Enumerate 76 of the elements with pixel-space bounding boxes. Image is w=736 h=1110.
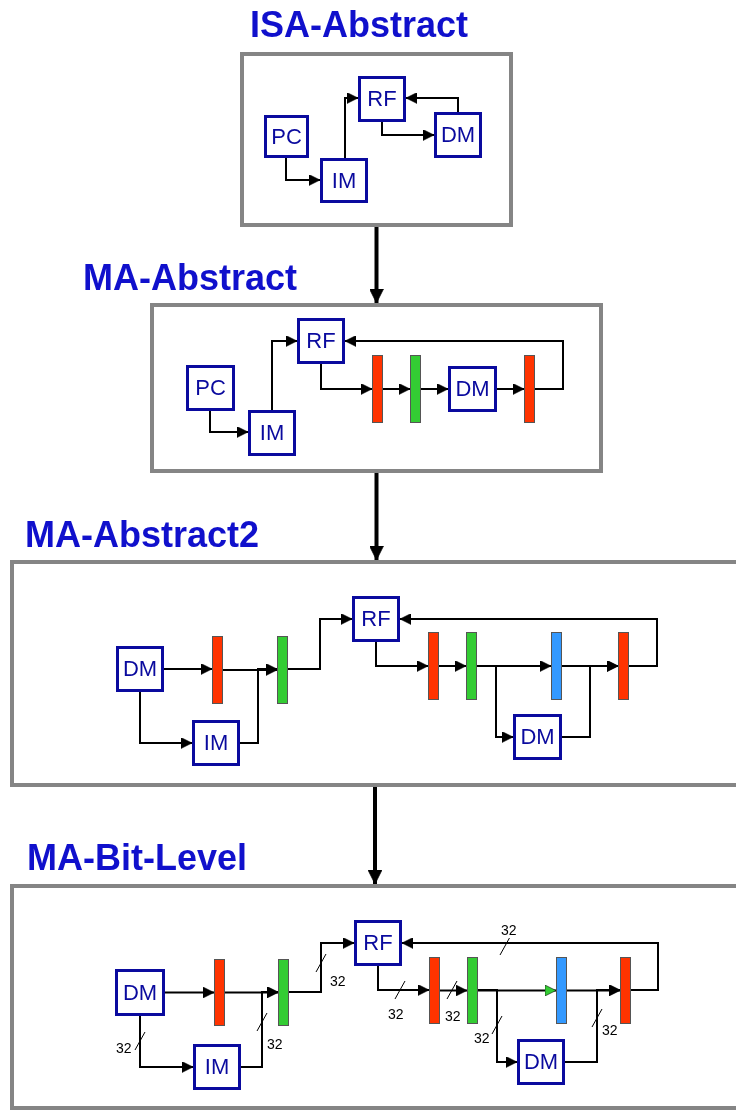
wire-arrow xyxy=(287,613,353,670)
wire-arrow xyxy=(382,383,411,395)
wire-arrow xyxy=(239,663,278,744)
wire-arrow xyxy=(561,660,619,738)
pipeline-register-bar xyxy=(556,957,567,1024)
panel-title: ISA-Abstract xyxy=(250,5,469,45)
panel-title: MA-Abstract xyxy=(83,258,297,298)
wire-arrow xyxy=(320,363,373,395)
edge-label: 32 xyxy=(329,973,347,989)
edge-label: 32 xyxy=(473,1030,491,1046)
wire-arrow xyxy=(477,984,557,997)
wire-arrow xyxy=(405,92,459,113)
wire-arrow xyxy=(163,663,213,675)
edge-label: 32 xyxy=(266,1036,284,1052)
block-box: IM xyxy=(248,410,296,456)
wire-arrow xyxy=(164,986,215,999)
panel-title: MA-Bit-Level xyxy=(27,838,247,878)
wire-arrow xyxy=(271,335,298,411)
block-box: IM xyxy=(193,1044,241,1090)
block-box: DM xyxy=(116,646,164,692)
wire-arrow xyxy=(420,383,449,395)
wire-arrow xyxy=(240,986,279,1068)
block-box: DM xyxy=(513,714,562,760)
edge-label: 32 xyxy=(387,1006,405,1022)
pipeline-register-bar xyxy=(620,957,631,1024)
pipeline-register-bar xyxy=(524,355,535,423)
wire-arrow xyxy=(439,984,468,997)
block-box: DM xyxy=(448,366,497,412)
wire-arrow xyxy=(377,965,430,996)
wire-arrow xyxy=(401,937,659,991)
wire-arrow xyxy=(285,157,321,186)
pipeline-register-bar xyxy=(466,632,477,700)
pipeline-register-bar xyxy=(429,957,440,1024)
block-box: DM xyxy=(115,969,165,1016)
block-box: DM xyxy=(434,112,482,158)
pipeline-register-bar xyxy=(410,355,421,423)
pipeline-register-bar xyxy=(372,355,383,423)
block-box: RF xyxy=(358,76,406,122)
pipeline-register-bar xyxy=(428,632,439,700)
wire-arrow xyxy=(477,989,518,1068)
refinement-arrow xyxy=(369,473,384,561)
pipeline-register-bar xyxy=(618,632,629,700)
block-box: RF xyxy=(354,920,402,966)
block-box: RF xyxy=(297,318,345,364)
block-box: RF xyxy=(352,596,400,642)
pipeline-register-bar xyxy=(278,959,289,1026)
block-box: PC xyxy=(186,365,235,411)
pipeline-register-bar xyxy=(551,632,562,700)
edge-label: 32 xyxy=(500,922,518,938)
wire-arrow xyxy=(344,335,564,390)
wire-arrow xyxy=(438,660,467,672)
wire-arrow xyxy=(476,665,514,743)
block-box: DM xyxy=(517,1039,565,1085)
panel-title: MA-Abstract2 xyxy=(25,515,260,555)
edge-label: 32 xyxy=(601,1022,619,1038)
wire-arrow xyxy=(139,691,193,749)
block-box: PC xyxy=(264,115,309,158)
refinement-arrow xyxy=(367,787,383,885)
wire-arrow xyxy=(209,410,249,438)
refinement-arrow xyxy=(369,227,384,304)
wire-arrow xyxy=(344,92,359,159)
block-box: IM xyxy=(192,720,240,766)
pipeline-register-bar xyxy=(277,636,288,704)
wire-arrow xyxy=(139,1015,194,1073)
wire-arrow xyxy=(496,383,525,395)
wire-arrow xyxy=(399,613,658,667)
wire-arrow xyxy=(564,984,621,1063)
pipeline-register-bar xyxy=(467,957,478,1024)
edge-label: 32 xyxy=(115,1040,133,1056)
block-box: IM xyxy=(320,158,368,203)
wire-arrow xyxy=(288,937,355,993)
edge-label: 32 xyxy=(444,1008,462,1024)
pipeline-register-bar xyxy=(214,959,225,1026)
pipeline-register-bar xyxy=(212,636,223,704)
wire-arrow xyxy=(381,121,435,141)
wire-arrow xyxy=(375,641,429,672)
